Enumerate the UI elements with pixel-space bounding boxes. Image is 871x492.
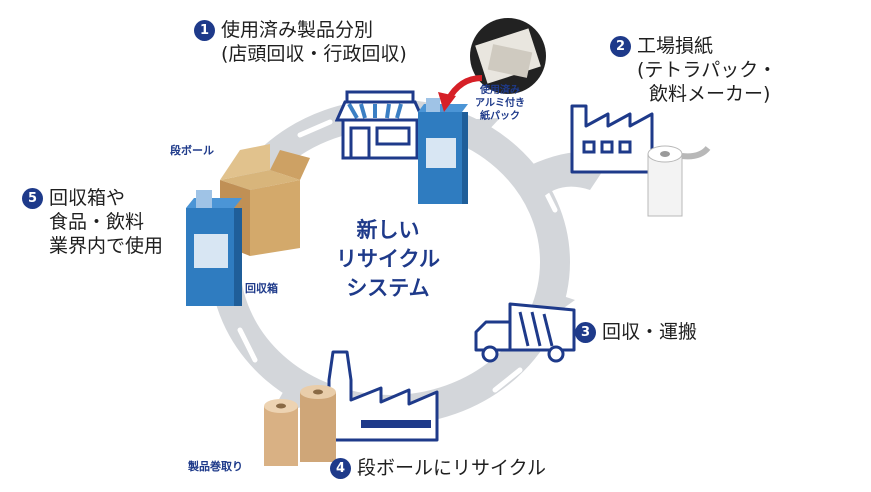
paper-roll-icon [647, 145, 711, 217]
factory-bottom-icon [327, 350, 439, 442]
collection-box-icon [418, 98, 468, 204]
step-number-badge: 4 [330, 458, 351, 479]
truck-icon [474, 302, 576, 363]
step-number-badge: 2 [610, 36, 631, 57]
step-text: 工場損紙(テトラパック・飲料メーカー) [637, 35, 777, 105]
carton-callout-text: 使用済み アルミ付き 紙パック [475, 85, 525, 122]
step-1: 1 使用済み製品分別(店頭回収・行政回収) [194, 18, 407, 66]
step-number-badge: 5 [22, 188, 43, 209]
step-5: 5 回収箱や食品・飲料業界内で使用 [22, 186, 163, 258]
collection-box-left-icon [186, 190, 242, 306]
arrow-icon [438, 75, 483, 112]
step-number-badge: 1 [194, 20, 215, 41]
carton-photo-icon [470, 18, 546, 94]
cardboard-box-icon [220, 144, 310, 256]
center-label: 新しい リサイクル システム [336, 218, 440, 300]
step-text: 回収箱や食品・飲料業界内で使用 [49, 187, 164, 257]
step-text: 回収・運搬 [602, 321, 698, 343]
product-roll-label: 製品巻取り [188, 460, 243, 473]
step-4: 4 段ボールにリサイクル [330, 456, 546, 480]
product-rolls-icon [264, 385, 336, 466]
factory-icon [570, 104, 654, 174]
step-text: 段ボールにリサイクル [357, 457, 547, 479]
collection-box-label: 回収箱 [245, 282, 278, 295]
step-3: 3 回収・運搬 [575, 320, 697, 344]
step-text: 使用済み製品分別(店頭回収・行政回収) [221, 19, 407, 65]
step-number-badge: 3 [575, 322, 596, 343]
step-2: 2 工場損紙(テトラパック・飲料メーカー) [610, 34, 777, 106]
cardboard-label: 段ボール [170, 144, 214, 157]
